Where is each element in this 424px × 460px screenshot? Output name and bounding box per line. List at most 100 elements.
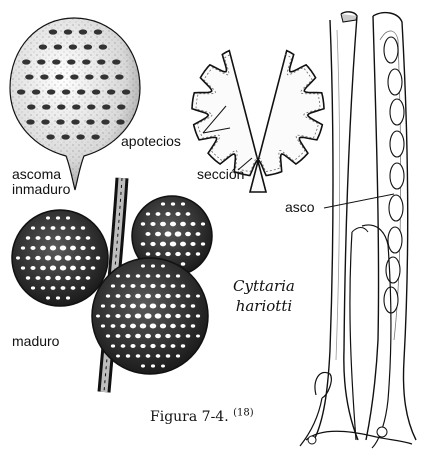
immature-dimple — [117, 104, 125, 109]
mature-pit — [166, 274, 170, 277]
mature-pit — [50, 246, 56, 251]
ascospore — [390, 99, 404, 125]
mature-pit — [111, 344, 115, 347]
mature-pit — [91, 266, 96, 270]
ascus-pointer — [324, 194, 394, 208]
mature-pit — [140, 344, 145, 348]
mature-pit — [155, 334, 161, 339]
mature-pit — [30, 266, 35, 270]
immature-dimple — [57, 104, 65, 109]
mature-pit — [156, 274, 161, 278]
mature-pit — [101, 304, 105, 307]
caption-reference: (18) — [233, 407, 254, 418]
mature-pit — [180, 304, 185, 308]
immature-dimple — [47, 89, 55, 94]
mature-pit — [26, 276, 30, 279]
mature-pit — [96, 256, 100, 259]
mature-pit — [141, 264, 145, 267]
immature-dimple — [107, 89, 115, 94]
ascospore — [384, 37, 398, 63]
mature-pit — [26, 236, 30, 239]
mature-pit — [190, 222, 195, 226]
immature-dimple — [27, 104, 35, 109]
immature-dimple — [116, 119, 124, 124]
immature-dimple — [40, 74, 48, 79]
mature-pit — [176, 354, 180, 357]
mature-pit — [56, 216, 60, 219]
immature-dimple — [49, 29, 57, 34]
figure-caption: Figura 7-4. (18) — [150, 409, 254, 425]
mature-pit — [201, 222, 205, 225]
immature-dimple — [46, 134, 54, 139]
immature-dimple — [76, 134, 84, 139]
immature-dimple — [69, 44, 77, 49]
immature-dimple — [70, 74, 78, 79]
mature-pit — [111, 304, 116, 308]
ascus-label: asco — [285, 200, 315, 215]
mature-pit — [196, 314, 200, 317]
mature-ascoma-cluster — [12, 178, 212, 392]
mature-pit — [116, 294, 121, 298]
mature-pit — [81, 226, 85, 229]
mature-pit — [155, 252, 160, 256]
mature-pit — [55, 236, 61, 240]
ascospore — [386, 257, 400, 283]
mature-pit — [160, 304, 166, 309]
immature-dimple — [71, 119, 79, 124]
mature-pit — [55, 276, 61, 280]
immature-dimple — [122, 89, 130, 94]
mature-pit — [171, 344, 176, 348]
mature-pit — [171, 284, 176, 288]
mature-pit — [46, 216, 50, 219]
immature-dimple — [17, 89, 25, 94]
mature-pit — [106, 334, 110, 337]
ascospore — [389, 195, 403, 221]
immature-dimple — [54, 44, 62, 49]
mature-pit — [161, 364, 165, 367]
mature-pit — [70, 266, 76, 271]
immature-dimple — [92, 89, 100, 94]
mature-pit — [185, 232, 191, 236]
mature-pit — [31, 286, 35, 289]
mature-pit — [126, 274, 130, 277]
immature-dimple — [86, 119, 94, 124]
immature-dimple — [67, 59, 75, 64]
mature-pit — [45, 276, 50, 280]
mature-pit — [150, 222, 155, 226]
mature-pit — [175, 212, 180, 216]
mature-pit — [160, 284, 165, 288]
mature-pit — [181, 284, 185, 287]
mature-pit — [40, 266, 46, 270]
mature-pit — [186, 334, 191, 338]
mature-pit — [86, 276, 91, 280]
mature-pit — [181, 262, 186, 266]
mature-pit — [185, 252, 190, 256]
mature-pit — [150, 284, 155, 288]
mature-pit — [91, 246, 96, 250]
mature-pit — [126, 354, 130, 357]
mature-pit — [71, 226, 76, 230]
immature-dimple — [84, 44, 92, 49]
immature-dimple — [91, 134, 99, 139]
mature-pit — [151, 364, 155, 367]
mature-pit — [26, 256, 31, 260]
mature-pit — [45, 236, 50, 240]
mature-pit — [56, 296, 60, 299]
immature-dimple — [32, 89, 40, 94]
mature-pit — [161, 202, 165, 205]
mature-pit — [65, 276, 71, 280]
mature-pit — [75, 276, 80, 280]
mature-pit — [171, 202, 175, 205]
immature-dimple — [55, 74, 63, 79]
mature-pit — [130, 344, 135, 348]
mature-pit — [176, 274, 180, 277]
mature-pit — [150, 242, 155, 246]
mature-pit — [155, 232, 161, 237]
mature-pit — [120, 324, 125, 328]
mature-pit — [160, 222, 166, 227]
mature-pit — [60, 266, 66, 271]
immature-dimple — [82, 59, 90, 64]
mature-pit — [61, 226, 66, 230]
mature-pit — [196, 252, 200, 255]
mature-pit — [170, 241, 176, 246]
